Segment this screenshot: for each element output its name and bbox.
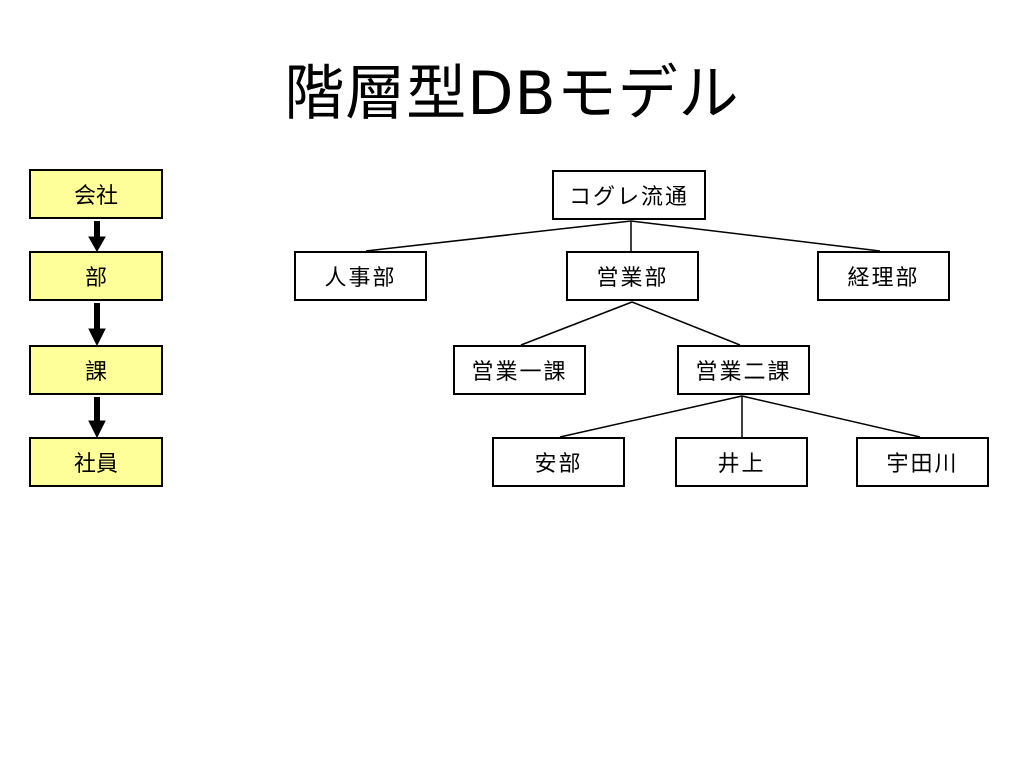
node-employee-abe: 安部 bbox=[492, 437, 625, 487]
node-sales: 営業部 bbox=[566, 251, 699, 301]
level-label: 社員 bbox=[73, 452, 118, 477]
node-label: コグレ流通 bbox=[568, 185, 689, 210]
level-label: 会社 bbox=[73, 184, 118, 209]
node-label: 宇田川 bbox=[886, 452, 959, 477]
arrow-head-3 bbox=[88, 420, 106, 439]
node-label: 営業二課 bbox=[695, 360, 792, 385]
slide-title: 階層型DBモデル bbox=[284, 59, 740, 129]
edge-sec2-udagawa bbox=[741, 395, 921, 438]
edge-sales-sec2 bbox=[631, 301, 741, 346]
node-label: 経理部 bbox=[847, 266, 920, 291]
node-label: 井上 bbox=[717, 452, 766, 477]
edge-sec2-abe bbox=[559, 395, 743, 438]
level-label: 部 bbox=[84, 266, 107, 291]
level-label: 課 bbox=[84, 360, 107, 385]
node-label: 営業一課 bbox=[471, 360, 568, 385]
level-box-company: 会社 bbox=[29, 169, 163, 219]
level-box-employee: 社員 bbox=[29, 437, 163, 487]
arrow-head-2 bbox=[88, 328, 106, 347]
level-box-department: 部 bbox=[29, 251, 163, 301]
level-box-section: 課 bbox=[29, 345, 163, 395]
node-employee-udagawa: 宇田川 bbox=[856, 437, 989, 487]
node-label: 人事部 bbox=[324, 266, 397, 291]
node-root: コグレ流通 bbox=[552, 170, 706, 220]
node-label: 安部 bbox=[534, 452, 583, 477]
node-sales-section-2: 営業二課 bbox=[677, 345, 810, 395]
edge-sales-sec1 bbox=[520, 301, 633, 346]
edge-root-accounting bbox=[630, 220, 881, 252]
node-hr: 人事部 bbox=[294, 251, 427, 301]
node-accounting: 経理部 bbox=[817, 251, 950, 301]
level-arrows bbox=[88, 221, 106, 439]
edge-root-hr bbox=[365, 220, 632, 252]
node-label: 営業部 bbox=[596, 266, 669, 291]
node-sales-section-1: 営業一課 bbox=[453, 345, 586, 395]
arrow-head-1 bbox=[88, 236, 106, 253]
node-employee-inoue: 井上 bbox=[675, 437, 808, 487]
tree-edges bbox=[365, 220, 921, 438]
